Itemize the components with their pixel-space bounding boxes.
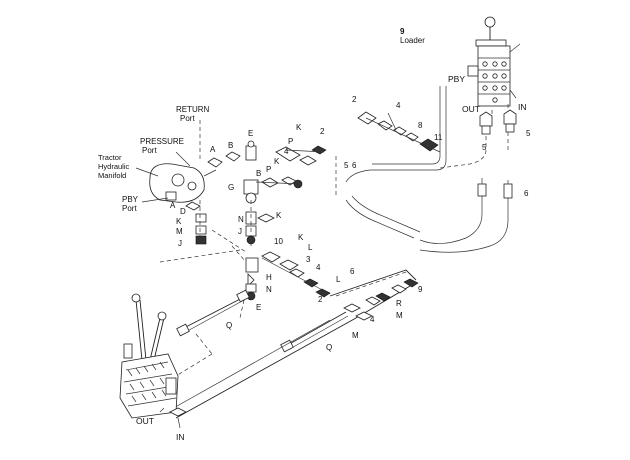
pby-port-label: Port bbox=[122, 204, 137, 213]
callout-K: K bbox=[298, 233, 304, 242]
callout-M: M bbox=[352, 331, 359, 340]
callout-P: P bbox=[266, 165, 271, 174]
callout-8: 8 bbox=[418, 121, 423, 130]
callout-4: 4 bbox=[396, 101, 401, 110]
callout-J: J bbox=[238, 227, 242, 236]
tractor-label: Tractor bbox=[98, 153, 122, 162]
callout-3: 3 bbox=[306, 255, 311, 264]
callout-A: A bbox=[170, 201, 176, 210]
manifold-label: Manifold bbox=[98, 171, 126, 180]
upper-hose-assembly bbox=[357, 111, 441, 153]
callout-K: K bbox=[176, 217, 182, 226]
callout-Q: Q bbox=[326, 343, 332, 352]
loader-valve bbox=[467, 16, 521, 135]
callout-D: D bbox=[180, 207, 186, 216]
manifold-fittings bbox=[185, 140, 331, 301]
callout-Q: Q bbox=[226, 321, 232, 330]
callout-L: L bbox=[308, 243, 313, 252]
pressure-label: PRESSURE bbox=[140, 137, 184, 146]
in-top-label: IN bbox=[518, 102, 527, 112]
labels-group: 9 Loader PBY OUT IN RETURN Port PRESSURE… bbox=[98, 27, 527, 442]
callout-K: K bbox=[274, 157, 280, 166]
return-label: RETURN bbox=[176, 105, 210, 114]
hydraulic-label: Hydraulic bbox=[98, 162, 130, 171]
callout-K: K bbox=[296, 123, 302, 132]
loader-label: Loader bbox=[400, 36, 425, 45]
callout-M: M bbox=[176, 227, 183, 236]
callout-9: 9 bbox=[418, 285, 423, 294]
callout-4: 4 bbox=[316, 263, 321, 272]
lower-hoses bbox=[169, 269, 419, 419]
pby-left-label: PBY bbox=[122, 195, 139, 204]
callout-H: H bbox=[266, 273, 272, 282]
callout-6: 6 bbox=[524, 189, 529, 198]
callout-B: B bbox=[228, 141, 233, 150]
callout-L: L bbox=[336, 275, 341, 284]
out-top-label: OUT bbox=[462, 104, 480, 114]
callout-G: G bbox=[228, 183, 234, 192]
callout-A: A bbox=[210, 145, 216, 154]
loader-hoses bbox=[345, 86, 513, 253]
return-port-label: Port bbox=[180, 114, 195, 123]
callout-E: E bbox=[256, 303, 261, 312]
callout-2: 2 bbox=[318, 295, 323, 304]
callout-N: N bbox=[266, 285, 272, 294]
pressure-port-label: Port bbox=[142, 146, 157, 155]
callout-R: R bbox=[396, 299, 402, 308]
callout-5: 5 bbox=[344, 161, 349, 170]
callout-5: 5 bbox=[482, 143, 487, 152]
tractor-manifold bbox=[135, 120, 217, 203]
callout-4: 4 bbox=[370, 315, 375, 324]
callout-5: 5 bbox=[526, 129, 531, 138]
callout-P: P bbox=[288, 137, 293, 146]
callout-N: N bbox=[238, 215, 244, 224]
callout-2: 2 bbox=[320, 127, 325, 136]
out-bottom-label: OUT bbox=[136, 416, 154, 426]
callout-J: J bbox=[178, 239, 182, 248]
callout-10: 10 bbox=[274, 237, 283, 246]
pby-top-label: PBY bbox=[448, 74, 465, 84]
callout-11: 11 bbox=[434, 133, 443, 142]
control-valve bbox=[119, 293, 187, 429]
callout-M: M bbox=[396, 311, 403, 320]
callout-6: 6 bbox=[350, 267, 355, 276]
callout-E: E bbox=[248, 129, 253, 138]
callout-B: B bbox=[256, 169, 261, 178]
callout-4: 4 bbox=[284, 147, 289, 156]
callout-2: 2 bbox=[352, 95, 357, 104]
callout-6: 6 bbox=[352, 161, 357, 170]
callouts-group: 2 4 8 11 5 5 6 5 6 A B E K P K 4 2 G B P… bbox=[170, 95, 531, 352]
dashed-guides bbox=[159, 156, 337, 319]
loader-number: 9 bbox=[400, 27, 405, 36]
callout-K: K bbox=[276, 211, 282, 220]
in-bottom-label: IN bbox=[176, 432, 185, 442]
